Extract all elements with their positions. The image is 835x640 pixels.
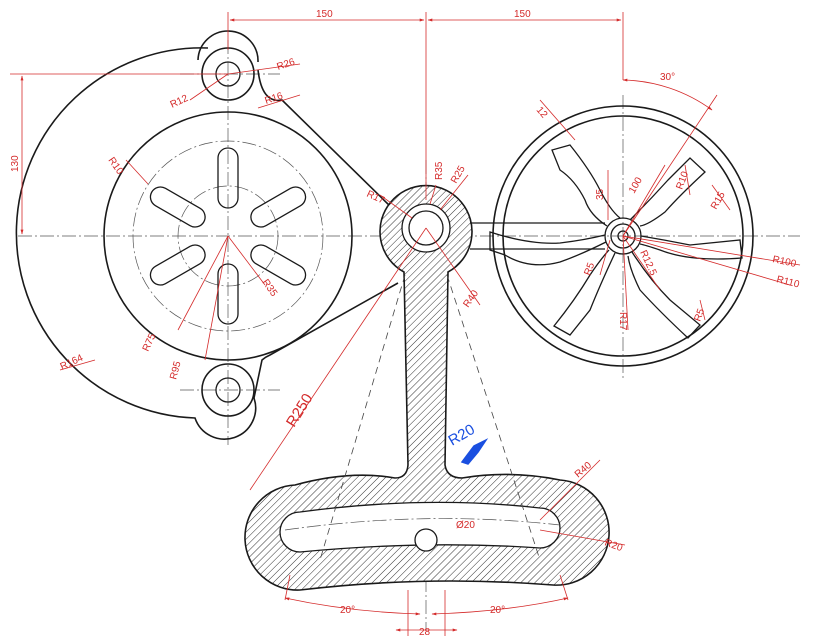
label-r26: R26 (276, 57, 297, 73)
dim-angle-30: 30° (660, 72, 675, 83)
label-r17-hub: R17 (365, 189, 387, 207)
label-r12: R12 (169, 93, 191, 111)
label-r25-hub: R25 (449, 164, 468, 186)
label-r35-left: R35 (260, 277, 280, 299)
label-r5-right: R5 (692, 307, 707, 323)
label-r95: R95 (168, 360, 183, 381)
label-100-small: 100 (627, 175, 645, 195)
radial-slots (149, 147, 307, 325)
central-arm (244, 184, 610, 591)
bottom-boss-outer (201, 363, 255, 417)
dim-130: 130 (10, 155, 21, 172)
label-r5-left: R5 (582, 261, 597, 277)
dim-28: 28 (419, 627, 431, 638)
dim-angle-20-left: 20° (340, 605, 355, 616)
label-r35-hub: R35 (434, 161, 445, 180)
curved-spokes (489, 144, 743, 339)
dim-150-left: 150 (316, 9, 333, 20)
left-cam-outline (15, 47, 399, 440)
label-r16: R16 (264, 91, 285, 107)
label-r10-left: R10 (106, 155, 126, 177)
left-wheel-circle (103, 111, 353, 361)
handwritten-r20: R20 (446, 421, 478, 449)
dim-angle-20-right: 20° (490, 605, 505, 616)
label-r15-right: R15 (709, 190, 728, 212)
label-r40-arm: R40 (573, 460, 594, 481)
label-d20: Ø20 (456, 520, 475, 531)
label-r75: R75 (141, 332, 159, 354)
pen-scribble-icon (460, 438, 489, 465)
left-wheel (15, 30, 399, 440)
arm-section (244, 184, 610, 591)
label-r250: R250 (283, 391, 316, 430)
label-35-right: 35 (595, 188, 606, 200)
label-r40-hub: R40 (461, 288, 481, 310)
label-12-right: 12 (534, 105, 550, 121)
label-r17-right: R17 (617, 312, 628, 331)
handwritten-annotation: R20 (446, 421, 489, 465)
label-r110: R110 (775, 274, 801, 290)
label-r12-5: R12.5 (637, 249, 658, 278)
label-r100: R100 (771, 254, 797, 270)
bottom-boss-hole (215, 377, 241, 403)
dim-150-right: 150 (514, 9, 531, 20)
dimension-lines (10, 12, 801, 636)
construction-lines (284, 274, 561, 561)
